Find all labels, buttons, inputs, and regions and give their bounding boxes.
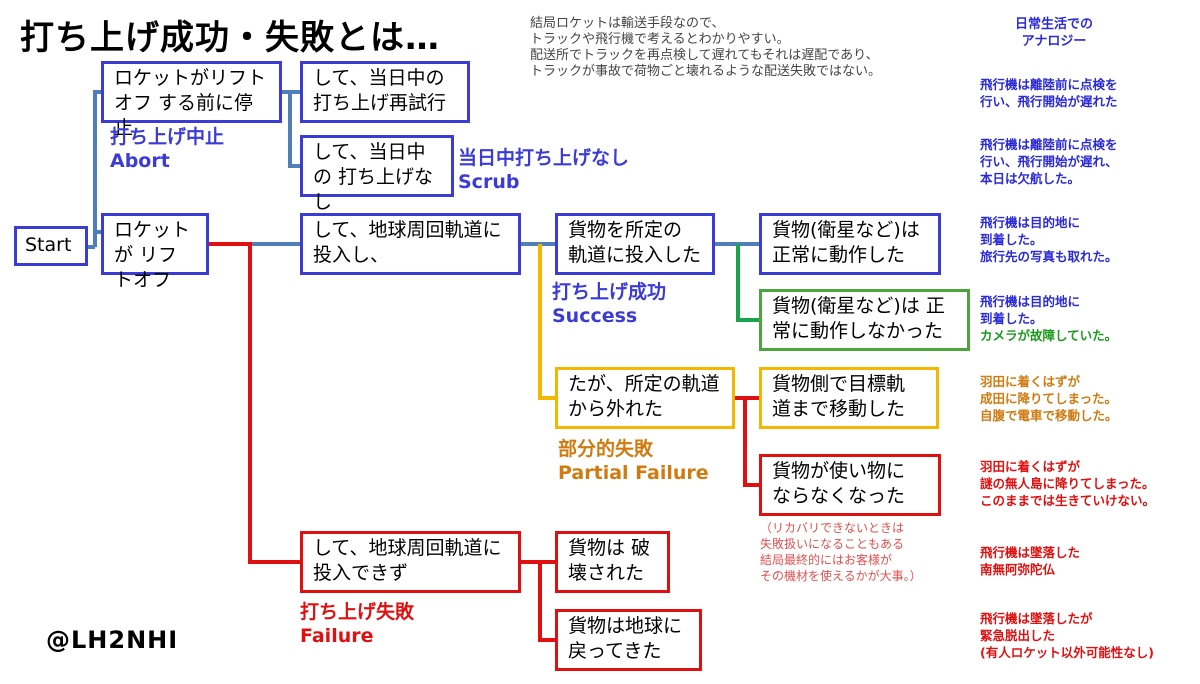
- node-orbit-failed: して、地球周回軌道に 投入できず: [300, 531, 521, 593]
- node-retry-same-day: して、当日中の 打ち上げ再試行: [300, 61, 470, 123]
- connector-start-up: [93, 90, 103, 247]
- label-success-en: Success: [552, 305, 638, 327]
- analogy-line: 行い、飛行開始が遅れた: [980, 94, 1118, 109]
- analogy-line: 飛行機は目的地に: [980, 215, 1081, 230]
- connector-liftoff-fail: [208, 242, 303, 564]
- label-failure: 打ち上げ失敗 Failure: [300, 600, 414, 648]
- analogy-line: 飛行機は目的地に: [980, 294, 1081, 309]
- connector-stop-nolaunch: [288, 92, 303, 168]
- node-payload-working: 貨物(衛星など)は 正常に動作した: [759, 213, 941, 275]
- label-scrub-en: Scrub: [458, 171, 520, 193]
- explanation-note: 結局ロケットは輸送手段なので、 トラックや飛行機で考えるとわかりやすい。 配送所…: [530, 16, 881, 80]
- analogy-line: 南無阿弥陀仏: [980, 562, 1056, 577]
- author-handle: @LH2NHI: [46, 626, 179, 654]
- analogy-line: 旅行先の写真も取れた。: [980, 249, 1118, 264]
- label-partial-jp: 部分的失敗: [558, 438, 654, 460]
- side-note-line: （リカバリできないときは: [760, 521, 905, 535]
- recovery-side-note: （リカバリできないときは 失敗扱いになることもある 結局最終的にはお客様が その…: [760, 520, 922, 584]
- analogy-line: 到着した。: [980, 232, 1043, 247]
- analogy-payload-failure: 飛行機は目的地に 到着した。 カメラが故障していた。: [980, 293, 1117, 344]
- analogy-success: 飛行機は目的地に 到着した。 旅行先の写真も取れた。: [980, 214, 1118, 265]
- analogy-abort: 飛行機は離陸前に点検を 行い、飛行開始が遅れた: [980, 76, 1118, 110]
- node-payload-self-move: 貨物側で目標軌 道まで移動した: [759, 367, 939, 429]
- analogy-scrub: 飛行機は離陸前に点検を 行い、飛行開始が遅れ、 本日は欠航した。: [980, 136, 1118, 187]
- start-node: Start: [14, 226, 88, 266]
- label-partial-failure: 部分的失敗 Partial Failure: [558, 437, 709, 485]
- label-abort: 打ち上げ中止 Abort: [110, 125, 224, 173]
- connector-start-down: [93, 230, 103, 247]
- note-line: トラックが事故で荷物ごと壊れるような配送失敗ではない。: [530, 64, 882, 79]
- note-line: 結局ロケットは輸送手段なので、: [530, 16, 725, 31]
- side-note-line: 結局最終的にはお客様が: [760, 553, 893, 567]
- note-line: 配送所でトラックを再点検して遅れてもそれは遅配であり、: [530, 48, 879, 63]
- label-abort-en: Abort: [110, 150, 170, 172]
- node-stop-before-liftoff: ロケットがリフトオフ する前に停止: [101, 61, 282, 139]
- analogy-line: 飛行機は墜落した: [980, 545, 1081, 560]
- label-success-jp: 打ち上げ成功: [552, 281, 667, 303]
- connector-payload-notworking: [736, 244, 763, 322]
- analogy-line: 飛行機は墜落したが: [980, 611, 1093, 626]
- analogy-partial-recovered: 羽田に着くはずが 成田に降りてしまった。 自腹で電車で移動した。: [980, 373, 1118, 424]
- analogy-line: 到着した。: [980, 311, 1043, 326]
- analogy-line: 成田に降りてしまった。: [980, 391, 1118, 406]
- analogy-line: 飛行機は離陸前に点検を: [980, 137, 1118, 152]
- node-liftoff: ロケットが リフトオフ: [101, 213, 209, 291]
- connector-orbit-offorbit: [538, 244, 557, 400]
- analogy-line: 行い、飛行開始が遅れ、: [980, 154, 1118, 169]
- analogy-destroyed: 飛行機は墜落した 南無阿弥陀仏: [980, 544, 1080, 578]
- node-payload-returned: 貨物は地球に 戻ってきた: [555, 609, 702, 671]
- side-note-line: その機材を使えるかが大事。）: [760, 569, 922, 583]
- label-failure-en: Failure: [300, 625, 374, 647]
- node-payload-destroyed: 貨物は 破壊された: [555, 531, 670, 593]
- node-payload-unusable: 貨物が使い物に ならなくなった: [759, 454, 941, 516]
- analogy-line: このままでは生きていけない。: [980, 493, 1156, 508]
- analogy-line: 羽田に着くはずが: [980, 374, 1081, 389]
- analogy-line: カメラが故障していた。: [980, 328, 1118, 343]
- note-line: トラックや飛行機で考えるとわかりやすい。: [530, 32, 790, 47]
- label-success: 打ち上げ成功 Success: [552, 280, 666, 328]
- analogy-line: 飛行機は離陸前に点検を: [980, 77, 1118, 92]
- analogy-heading: 日常生活での アナロジー: [1014, 17, 1093, 49]
- analogy-line: 本日は欠航した。: [980, 171, 1081, 186]
- node-orbit-inserted: して、地球周回軌道に 投入し、: [300, 213, 521, 275]
- analogy-line: 羽田に着くはずが: [980, 459, 1081, 474]
- analogy-line: 謎の無人島に降りてしまった。: [980, 476, 1155, 491]
- analogy-partial-unusable: 羽田に着くはずが 謎の無人島に降りてしまった。 このままでは生きていけない。: [980, 458, 1155, 509]
- connector-offorbit-unusable: [743, 398, 763, 487]
- analogy-line: (有人ロケット以外可能性なし): [980, 645, 1154, 660]
- analogy-returned: 飛行機は墜落したが 緊急脱出した (有人ロケット以外可能性なし): [980, 610, 1154, 661]
- label-abort-jp: 打ち上げ中止: [110, 126, 225, 148]
- analogy-line: 自腹で電車で移動した。: [980, 408, 1118, 423]
- label-partial-en: Partial Failure: [558, 462, 709, 484]
- connector-fail-returned: [538, 562, 557, 642]
- node-payload-not-working: 貨物(衛星など)は 正常に動作しなかった: [759, 289, 970, 351]
- label-scrub-jp: 当日中打ち上げなし: [458, 147, 630, 169]
- side-note-line: 失敗扱いになることもある: [760, 537, 905, 551]
- page-title: 打ち上げ成功・失敗とは…: [20, 18, 440, 58]
- label-scrub: 当日中打ち上げなし Scrub: [458, 146, 629, 194]
- label-failure-jp: 打ち上げ失敗: [300, 601, 415, 623]
- node-no-launch-same-day: して、当日中の 打ち上げなし: [300, 135, 454, 213]
- analogy-line: 緊急脱出した: [980, 628, 1056, 643]
- node-payload-inserted: 貨物を所定の 軌道に投入した: [555, 213, 715, 275]
- node-off-orbit: たが、所定の軌道 から外れた: [555, 367, 735, 429]
